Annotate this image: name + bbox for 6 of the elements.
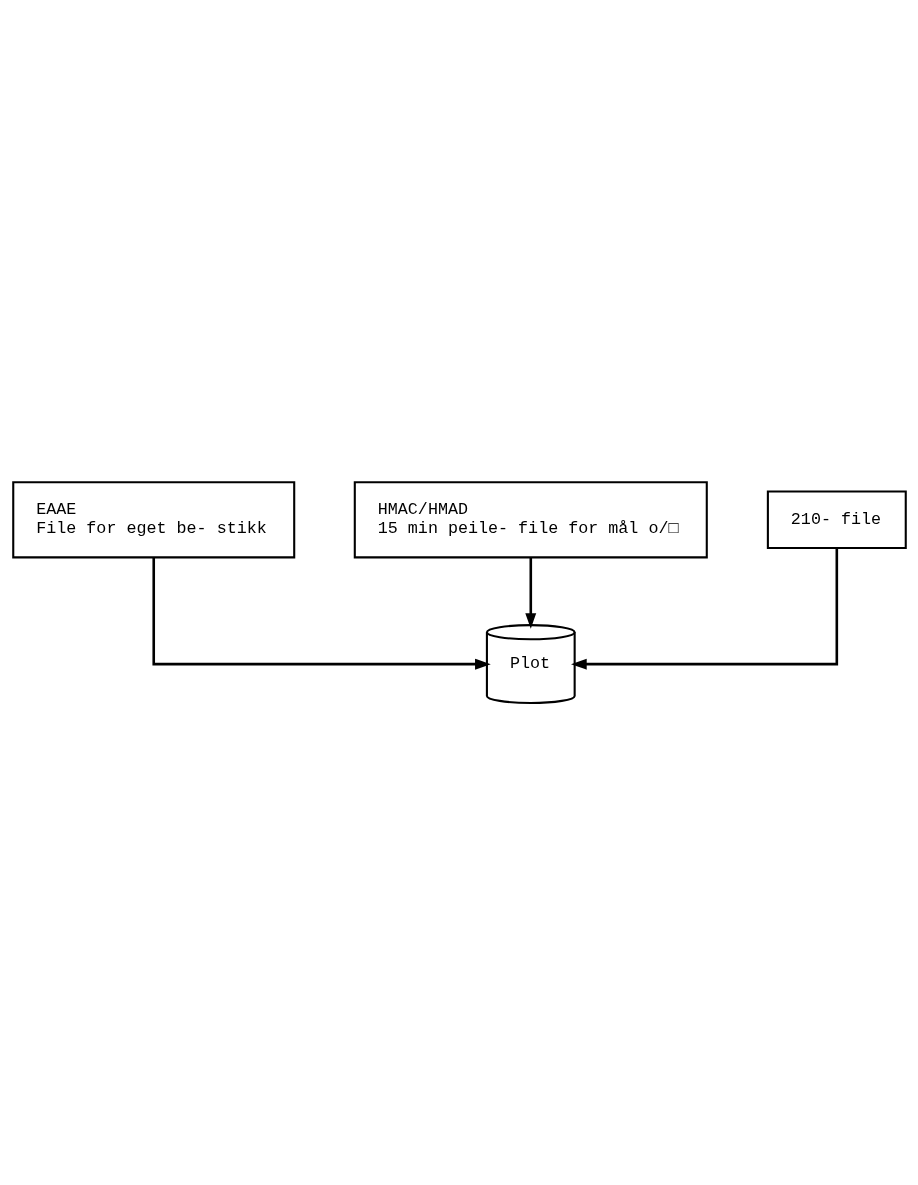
arrow xyxy=(151,557,491,670)
node-box: 210- file xyxy=(766,490,907,550)
arrow xyxy=(524,557,536,629)
node-box: EAAE File for eget be- stikk xyxy=(11,481,295,559)
arrow xyxy=(570,548,838,670)
node-box: HMAC/HMAD 15 min peile- file for mål o/□ xyxy=(353,481,708,559)
